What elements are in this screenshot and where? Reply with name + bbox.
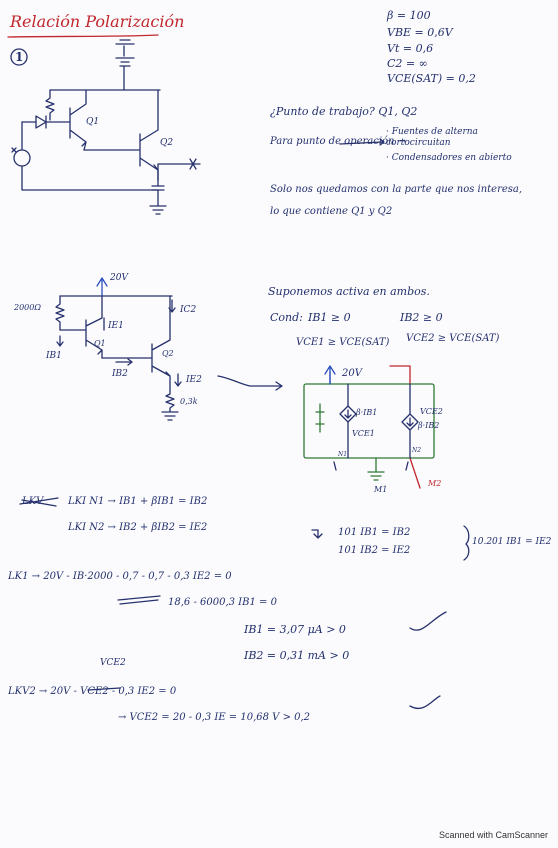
lk1b-strike bbox=[117, 595, 161, 605]
question-bullet1: · Fuentes de alterna cortocircuitan bbox=[386, 127, 478, 148]
c1-q2-label: Q2 bbox=[160, 138, 174, 148]
param-c2: C2 = ∞ bbox=[387, 57, 428, 70]
param-vcesat: VCE(SAT) = 0,2 bbox=[387, 72, 476, 85]
c2-re: 0,3k bbox=[180, 397, 198, 406]
eq-ib1-val: IB1 = 3,07 μA > 0 bbox=[244, 623, 346, 636]
assump-c1: IB1 ≥ 0 bbox=[308, 311, 351, 324]
eq-ib2-val: IB2 = 0,31 mA > 0 bbox=[244, 649, 350, 662]
assump-c2: IB2 ≥ 0 bbox=[400, 311, 443, 324]
check-vce2 bbox=[409, 695, 441, 710]
c3-src2: β·IB2 bbox=[418, 421, 440, 430]
circuit3-drawing bbox=[303, 365, 435, 489]
eq-vce2-val: → VCE2 = 20 - 0,3 IE = 10,68 V > 0,2 bbox=[118, 712, 311, 723]
c3-vce1: VCE1 bbox=[352, 429, 375, 438]
problem-number-circle bbox=[10, 48, 28, 66]
c3-n2: N2 bbox=[412, 447, 422, 454]
c2-ie1: IE1 bbox=[108, 321, 124, 331]
c2-ib2: IB2 bbox=[112, 369, 128, 379]
question-line2: Para punto de operación → bbox=[270, 136, 407, 147]
eq-lkv-label: LKV bbox=[22, 496, 44, 507]
c2-ie2: IE2 bbox=[186, 375, 202, 385]
c2-resistor: 2000Ω bbox=[14, 303, 41, 312]
question-bullet2: · Condensadores en abierto bbox=[386, 153, 512, 163]
c2-q1: Q1 bbox=[94, 339, 106, 348]
c1-q1-label: Q1 bbox=[86, 117, 100, 127]
c2-ic2: IC2 bbox=[180, 305, 197, 315]
eq-brace bbox=[463, 525, 470, 561]
question-line1: ¿Punto de trabajo? Q1, Q2 bbox=[270, 105, 418, 118]
eq-res1: 101 IB1 = IB2 bbox=[338, 527, 411, 538]
eq-lki-n1: LKI N1 → IB1 + βIB1 = IB2 bbox=[68, 496, 208, 507]
circuit1-drawing bbox=[11, 39, 201, 215]
c2-vsource: 20V bbox=[110, 273, 128, 283]
question-line4: lo que contiene Q1 y Q2 bbox=[270, 206, 393, 217]
c3-src1: β·IB1 bbox=[356, 408, 378, 417]
eq-lki-n2: LKI N2 → IB2 + βIB2 = IE2 bbox=[68, 522, 208, 533]
c2-q2: Q2 bbox=[162, 349, 174, 358]
problem-number: 1 bbox=[15, 50, 24, 64]
param-beta: β = 100 bbox=[387, 9, 431, 22]
c3-m1: M1 bbox=[374, 485, 388, 494]
lkv2-strike bbox=[87, 687, 121, 691]
assump-line1: Suponemos activa en ambos. bbox=[268, 285, 430, 298]
eq-lkm1b: 18,6 - 6000,3 IB1 = 0 bbox=[168, 597, 277, 608]
transform-arrow bbox=[217, 375, 283, 391]
param-vt: Vt = 0,6 bbox=[387, 42, 434, 55]
scanner-watermark: Scanned with CamScanner bbox=[438, 830, 548, 840]
c3-m2: M2 bbox=[428, 479, 442, 488]
question-arrow bbox=[339, 138, 385, 146]
assump-c4: VCE2 ≥ VCE(SAT) bbox=[406, 333, 500, 344]
eq-res2: 101 IB2 = IE2 bbox=[338, 545, 411, 556]
lkv-strike bbox=[19, 497, 59, 507]
eq-lkv2: LKV2 → 20V - VCE2 - 0,3 IE2 = 0 bbox=[8, 686, 177, 697]
param-vbe: VBE = 0,6V bbox=[387, 26, 453, 39]
eq-vce2-head: VCE2 bbox=[100, 658, 126, 668]
page-title: Relación Polarización bbox=[10, 12, 185, 31]
assump-cond-label: Cond: bbox=[270, 311, 303, 324]
eq-arrow bbox=[311, 529, 323, 539]
c3-vsource: 20V bbox=[342, 368, 362, 379]
check-ib1 bbox=[409, 611, 447, 631]
eq-res-combined: 10.201 IB1 = IE2 bbox=[472, 537, 552, 547]
assump-c3: VCE1 ≥ VCE(SAT) bbox=[296, 337, 390, 348]
title-underline bbox=[7, 34, 159, 38]
c3-vce2: VCE2 bbox=[420, 407, 443, 416]
eq-lkm1: LK1 → 20V - IB·2000 - 0,7 - 0,7 - 0,3 IE… bbox=[8, 571, 232, 582]
question-line3: Solo nos quedamos con la parte que nos i… bbox=[270, 184, 523, 195]
c3-n1: N1 bbox=[338, 451, 348, 458]
circuit2-drawing bbox=[55, 277, 182, 421]
c2-ib1: IB1 bbox=[46, 351, 62, 361]
